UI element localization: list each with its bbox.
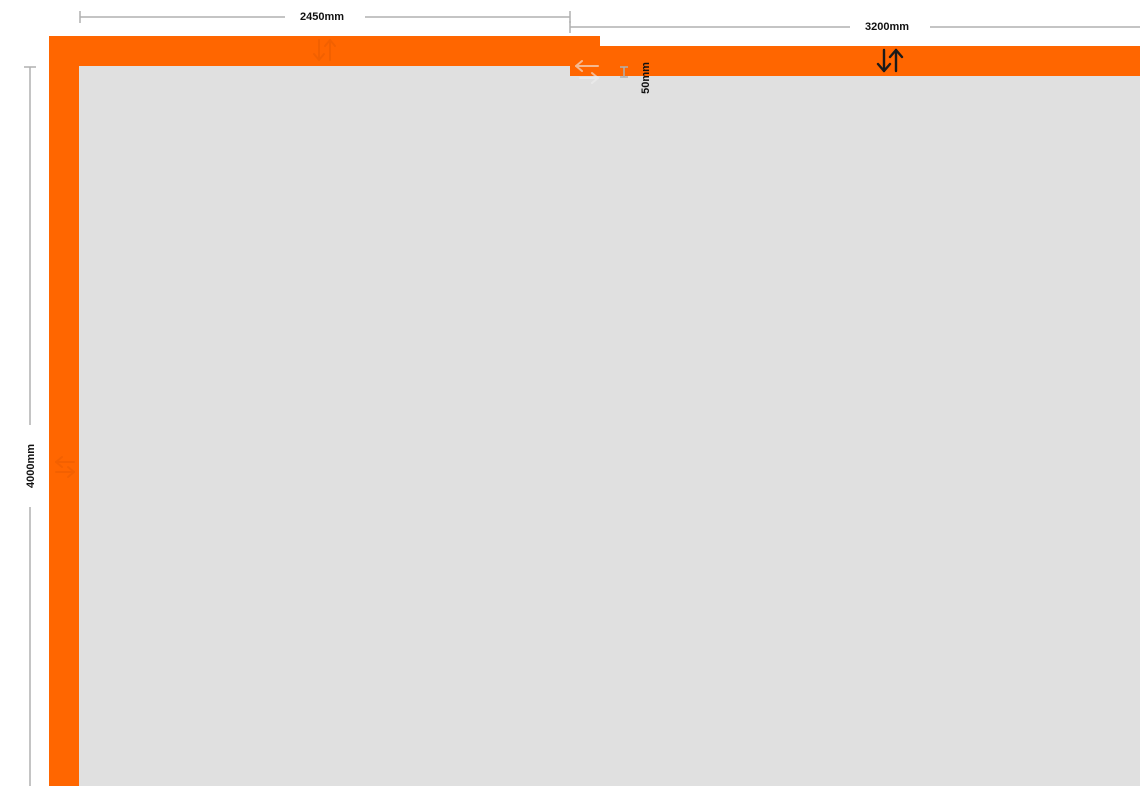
wall-left[interactable] [49,36,79,786]
dimension-label-top-left: 2450mm [298,10,347,24]
dimension-label-left: 4000mm [24,441,38,491]
up-down-swap-arrows-icon[interactable] [313,39,336,61]
up-down-swap-arrows-icon[interactable] [876,48,904,73]
floor-area-right [570,76,1140,786]
dimension-top-right [569,21,1140,33]
wall-top-left[interactable] [49,36,600,66]
dimension-label-offset: 50mm [640,62,652,94]
dimension-offset [620,66,628,78]
dimension-label-top-right: 3200mm [863,20,912,34]
left-right-swap-arrows-icon[interactable] [55,456,75,478]
wall-step-connector[interactable] [570,46,600,76]
dimension-top-left [79,11,571,23]
left-right-swap-arrows-icon[interactable] [575,60,599,84]
wall-top-right[interactable] [600,46,1140,76]
dimension-left [24,66,36,786]
